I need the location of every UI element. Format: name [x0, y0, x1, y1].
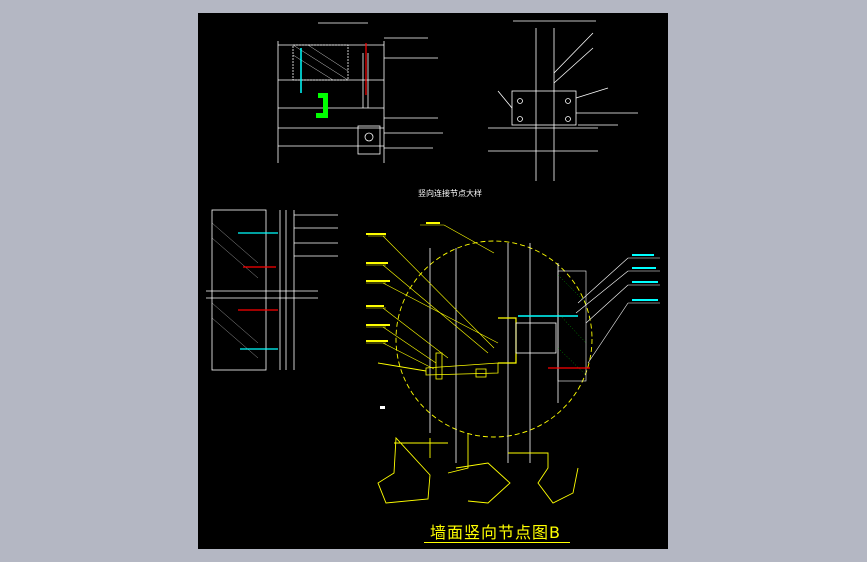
detail-wall-accents	[238, 232, 278, 350]
detail-caption: 竖向连接节点大样	[418, 189, 482, 198]
detail-circle-labels	[632, 254, 658, 301]
detail-circle-left-labels	[366, 222, 440, 342]
detail-top-left-accents	[300, 43, 367, 118]
detail-bottom-parts	[377, 362, 579, 504]
drawing-title: 墙面竖向节点图B	[430, 523, 561, 542]
detail-wall-section	[206, 209, 338, 371]
detail-top-right	[488, 20, 638, 181]
title-underline	[424, 542, 570, 543]
detail-circle-main	[366, 224, 660, 463]
detail-top-left	[277, 22, 443, 163]
white-misc	[380, 406, 385, 409]
cad-drawing	[206, 20, 660, 504]
drawing-canvas: 竖向连接节点大样 墙面竖向节点图B	[198, 13, 668, 549]
